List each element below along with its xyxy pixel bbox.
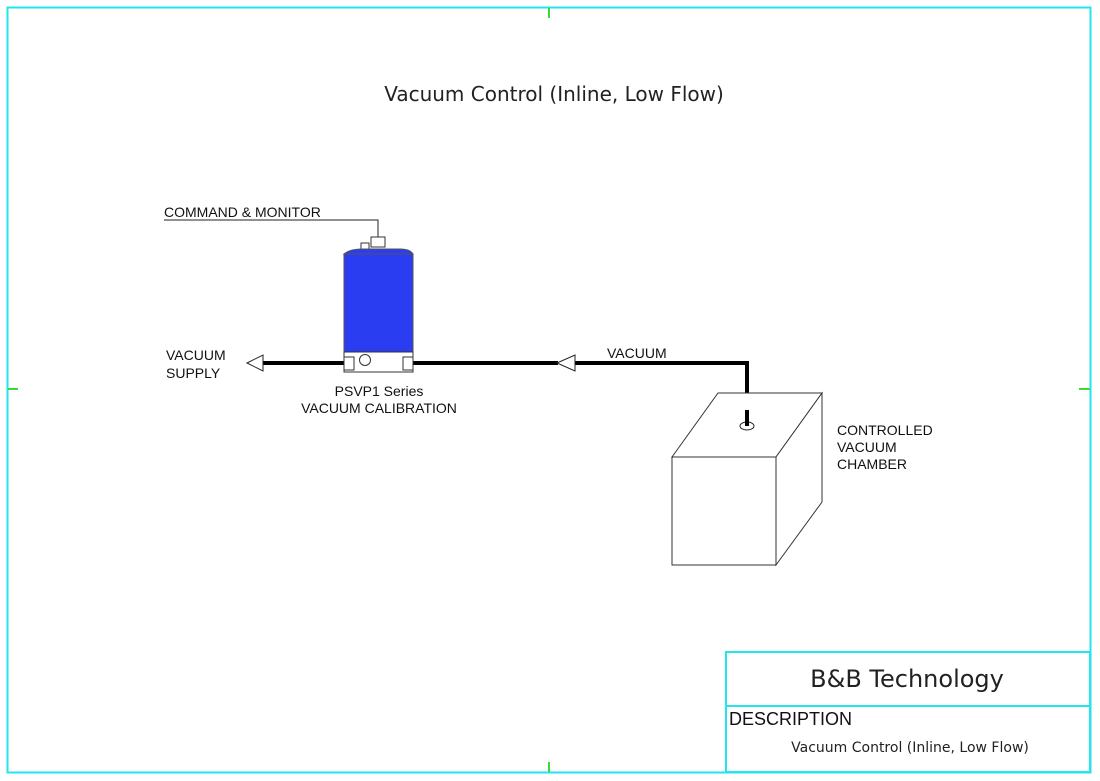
drawing-title: Vacuum Control (Inline, Low Flow) <box>384 82 724 106</box>
chamber-label-3: CHAMBER <box>837 456 907 472</box>
chamber-label-1: CONTROLLED <box>837 422 933 438</box>
chamber-side-face <box>775 391 823 567</box>
command-monitor-label: COMMAND & MONITOR <box>164 204 321 220</box>
chamber-label-2: VACUUM <box>837 439 897 455</box>
sheet-border <box>6 6 1092 774</box>
command-monitor-lead <box>164 219 379 237</box>
device-body <box>343 253 414 353</box>
chamber-front-face <box>671 456 777 566</box>
vacuum-supply-label-2: SUPPLY <box>166 365 221 381</box>
connector-plug <box>370 236 386 248</box>
vacuum-label: VACUUM <box>607 345 667 361</box>
vacuum-supply-arrow-icon <box>245 354 264 372</box>
port-left <box>343 356 355 371</box>
vacuum-chamber <box>671 391 823 567</box>
port-right <box>402 356 414 371</box>
company-name: B&B Technology <box>810 665 1004 693</box>
device-label-2: VACUUM CALIBRATION <box>301 400 457 416</box>
connector-small <box>360 242 370 250</box>
vacuum-supply-label-1: VACUUM <box>166 347 226 363</box>
description-text: Vacuum Control (Inline, Low Flow) <box>791 740 1029 756</box>
vacuum-flow-arrow-icon <box>555 354 576 372</box>
title-block <box>725 651 1091 773</box>
sensor-circle-icon <box>359 354 371 366</box>
device-cap <box>342 248 414 255</box>
device-label-1: PSVP1 Series <box>335 383 424 399</box>
psvp1-device <box>342 236 414 373</box>
description-header: DESCRIPTION <box>729 709 852 729</box>
